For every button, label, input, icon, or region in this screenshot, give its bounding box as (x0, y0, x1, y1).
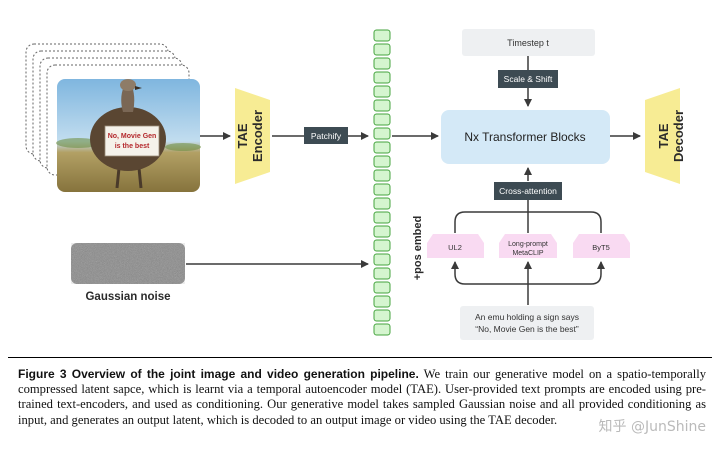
pos-embed-label: +pos embed (412, 216, 424, 281)
svg-text:TAE: TAE (235, 123, 250, 148)
latent-token (373, 43, 391, 56)
latent-token (373, 183, 391, 196)
latent-token (373, 141, 391, 154)
tae-encoder-label-2: Encoder (250, 110, 265, 162)
caption-body: We train our generative model on a spati… (18, 367, 706, 427)
text-encoder-ul2: UL2 (427, 234, 484, 258)
timestep-label: Timestep t (507, 38, 549, 48)
caption-label: Figure 3 Overview of the joint image and… (18, 367, 419, 381)
latent-token (373, 29, 391, 42)
latent-token (373, 197, 391, 210)
tae-decoder-label-1: TAE (656, 123, 671, 148)
ul2-label: UL2 (448, 243, 462, 252)
latent-token-column (373, 29, 391, 336)
latent-token (373, 267, 391, 280)
latent-token (373, 71, 391, 84)
tae-decoder-label-2: Decoder (671, 110, 686, 162)
latent-token (373, 239, 391, 252)
latent-token (373, 155, 391, 168)
metaclip-label-1: Long-prompt (508, 241, 548, 248)
prompt-line-2: “No, Movie Gen is the best” (475, 324, 579, 334)
sign-text-line-2: is the best (115, 143, 150, 150)
cross-attention-label: Cross-attention (499, 186, 557, 196)
prompt-box (460, 306, 594, 340)
metaclip-label-2: MetaCLIP (512, 250, 543, 257)
caption-divider (8, 357, 712, 358)
latent-token (373, 211, 391, 224)
figure-caption: Figure 3 Overview of the joint image and… (18, 367, 706, 428)
latent-token (373, 323, 391, 336)
transformer-blocks (441, 110, 610, 164)
emu-image: No, Movie Gen is the best (56, 79, 201, 192)
latent-token (373, 85, 391, 98)
latent-token (373, 253, 391, 266)
svg-text:Decoder: Decoder (671, 110, 686, 162)
sign-text-line-1: No, Movie Gen (108, 133, 157, 140)
patchify-label: Patchify (311, 131, 342, 141)
latent-token (373, 99, 391, 112)
svg-text:Encoder: Encoder (250, 110, 265, 162)
latent-token (373, 225, 391, 238)
pipeline-figure: No, Movie Gen is the best TAE Encoder Pa… (25, 29, 686, 340)
scale-shift-box (498, 70, 558, 88)
emu-sign (104, 125, 160, 157)
cross-attention-box (494, 182, 562, 200)
text-encoder-byt5: ByT5 (573, 234, 630, 258)
prompt-line-1: An emu holding a sign says (475, 312, 579, 322)
text-encoder-metaclip: Long-prompt MetaCLIP (499, 234, 557, 258)
gaussian-noise-label: Gaussian noise (85, 291, 170, 303)
tae-decoder: TAE Decoder (645, 88, 686, 184)
transformer-label: Nx Transformer Blocks (464, 130, 585, 144)
timestep-box (462, 29, 595, 56)
latent-token (373, 113, 391, 126)
patchify-box (304, 127, 348, 144)
latent-token (373, 57, 391, 70)
gaussian-noise (71, 243, 185, 284)
latent-token (373, 169, 391, 182)
latent-token (373, 127, 391, 140)
tae-encoder-label-1: TAE (235, 123, 250, 148)
scale-shift-label: Scale & Shift (504, 74, 553, 84)
latent-token (373, 295, 391, 308)
latent-token (373, 309, 391, 322)
byt5-label: ByT5 (592, 243, 610, 252)
latent-token (373, 281, 391, 294)
tae-encoder: TAE Encoder (235, 88, 270, 184)
svg-text:TAE: TAE (656, 123, 671, 148)
watermark: 知乎 @JunShine (598, 419, 706, 435)
